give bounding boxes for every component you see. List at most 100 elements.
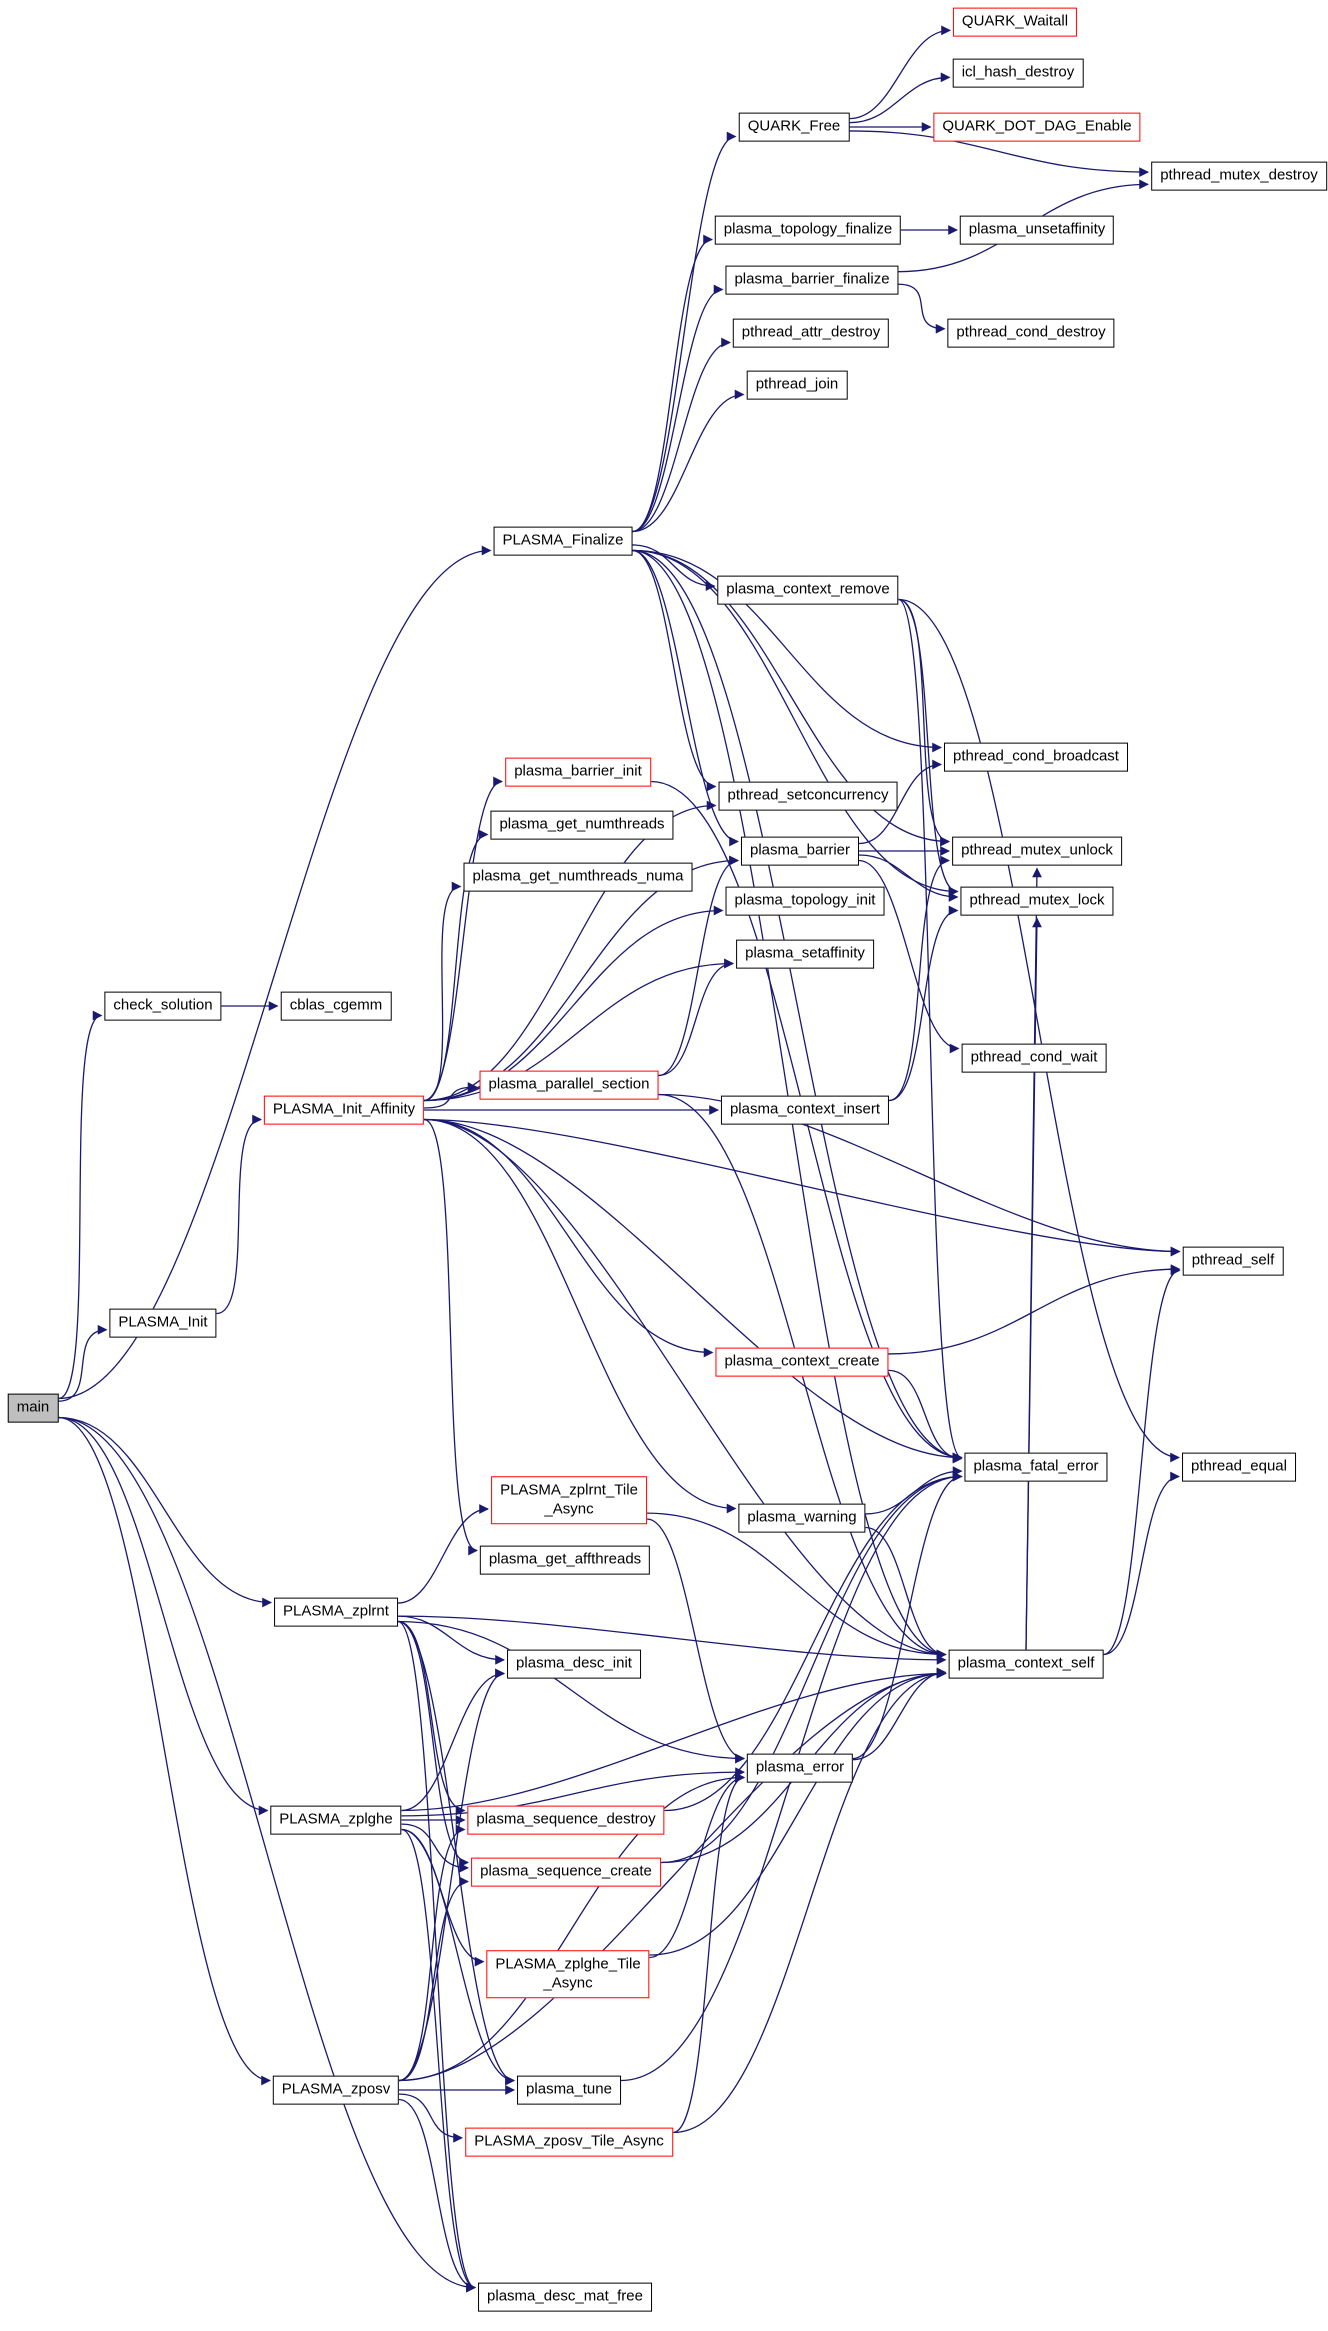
graph-node-pthread_cond_destroy[interactable]: pthread_cond_destroy [947, 318, 1115, 348]
call-edge-plasma_finalize-to-pthread_cond_broadcast [632, 549, 942, 753]
call-edge-plasma_finalize-to-plasma_fatal_error [632, 549, 963, 1463]
call-edge-plasma_context_insert-to-pthread_mutex_unlock [888, 855, 950, 1102]
graph-node-pthread_join[interactable]: pthread_join [746, 370, 848, 400]
call-edge-plasma_zposv-to-plasma_sequence_create [398, 1876, 469, 2082]
graph-node-plasma_zposv[interactable]: PLASMA_zposv [272, 2075, 400, 2105]
call-edge-plasma_finalize-to-plasma_barrier [632, 549, 739, 847]
graph-node-plasma_desc_mat_free[interactable]: plasma_desc_mat_free [478, 2282, 652, 2312]
graph-node-plasma_barrier_finalize[interactable]: plasma_barrier_finalize [725, 265, 899, 295]
graph-node-plasma_get_numthreads_numa[interactable]: plasma_get_numthreads_numa [463, 862, 693, 892]
call-edge-plasma_zposv-to-plasma_desc_mat_free [398, 2098, 476, 2293]
call-edge-plasma_context_self-to-pthread_self [1103, 1265, 1181, 1656]
graph-node-pthread_cond_wait[interactable]: pthread_cond_wait [961, 1043, 1107, 1073]
call-edge-plasma_finalize-to-plasma_barrier_finalize [632, 284, 724, 533]
call-edge-plasma_init_affinity-to-plasma_get_affthreads [423, 1118, 478, 1556]
graph-node-plasma_unsetaffinity[interactable]: plasma_unsetaffinity [959, 215, 1115, 245]
graph-node-quark_waitall[interactable]: QUARK_Waitall [952, 7, 1078, 37]
graph-node-plasma_context_insert[interactable]: plasma_context_insert [720, 1095, 890, 1125]
call-edge-plasma_zposv-to-plasma_context_self [398, 1668, 947, 2082]
graph-node-pthread_attr_destroy[interactable]: pthread_attr_destroy [732, 318, 890, 348]
graph-node-plasma_fatal_error[interactable]: plasma_fatal_error [964, 1452, 1108, 1482]
call-edge-plasma_zplghe-to-plasma_desc_mat_free [401, 1828, 476, 2293]
call-edge-plasma_finalize-to-pthread_join [632, 389, 745, 533]
graph-node-plasma_barrier[interactable]: plasma_barrier [740, 836, 860, 866]
graph-node-plasma_get_affthreads[interactable]: plasma_get_affthreads [479, 1545, 651, 1575]
call-edge-plasma_zplrnt-to-plasma_desc_init [397, 1615, 505, 1665]
call-edge-plasma_context_remove-to-pthread_mutex_lock [898, 598, 959, 897]
graph-node-main[interactable]: main [7, 1393, 59, 1423]
graph-node-plasma_setaffinity[interactable]: plasma_setaffinity [736, 939, 874, 969]
call-edge-quark_free-to-quark_waitall [849, 25, 951, 120]
graph-node-plasma_zposv_tile_async[interactable]: PLASMA_zposv_Tile_Async [465, 2127, 673, 2157]
graph-node-pthread_setconcurrency[interactable]: pthread_setconcurrency [718, 781, 898, 811]
graph-node-plasma_get_numthreads[interactable]: plasma_get_numthreads [490, 810, 674, 840]
graph-node-plasma_sequence_destroy[interactable]: plasma_sequence_destroy [467, 1805, 665, 1835]
call-edge-main-to-plasma_init [58, 1324, 108, 1402]
call-edge-plasma_finalize-to-pthread_attr_destroy [632, 337, 731, 533]
graph-node-plasma_init_affinity[interactable]: PLASMA_Init_Affinity [263, 1095, 425, 1125]
graph-node-plasma_topology_finalize[interactable]: plasma_topology_finalize [714, 215, 902, 245]
call-edge-plasma_finalize-to-plasma_context_remove [632, 544, 716, 591]
call-edge-main-to-plasma_zposv [58, 1416, 271, 2086]
call-edge-plasma_zplrnt-to-plasma_zplrnt_tile_async [397, 1504, 489, 1604]
graph-node-check_solution[interactable]: check_solution [104, 991, 222, 1021]
call-edge-plasma_zposv-to-plasma_error [398, 1772, 745, 2082]
graph-node-icl_hash_destroy[interactable]: icl_hash_destroy [952, 58, 1084, 88]
call-edge-plasma_zplrnt-to-plasma_desc_mat_free [397, 1620, 476, 2293]
call-edge-plasma_zplghe-to-plasma_tune [401, 1828, 515, 2086]
graph-node-plasma_topology_init[interactable]: plasma_topology_init [725, 886, 885, 916]
graph-node-plasma_zplrnt[interactable]: PLASMA_zplrnt [274, 1597, 398, 1627]
call-edge-main-to-plasma_zplrnt [58, 1416, 272, 1608]
graph-node-plasma_context_create[interactable]: plasma_context_create [715, 1347, 889, 1377]
graph-node-pthread_mutex_destroy[interactable]: pthread_mutex_destroy [1151, 161, 1327, 191]
graph-node-plasma_desc_init[interactable]: plasma_desc_init [507, 1649, 641, 1679]
graph-node-pthread_mutex_lock[interactable]: pthread_mutex_lock [960, 886, 1114, 916]
graph-node-plasma_zplghe[interactable]: PLASMA_zplghe [270, 1805, 402, 1835]
graph-node-plasma_init[interactable]: PLASMA_Init [109, 1308, 217, 1338]
call-edge-plasma_init_affinity-to-plasma_topology_init [423, 905, 724, 1102]
graph-node-plasma_tune[interactable]: plasma_tune [517, 2075, 621, 2105]
call-edge-quark_free-to-pthread_mutex_destroy [849, 130, 1149, 177]
graph-node-cblas_cgemm[interactable]: cblas_cgemm [280, 991, 392, 1021]
call-edge-plasma_barrier-to-pthread_cond_broadcast [858, 759, 942, 845]
call-edge-plasma_init_affinity-to-plasma_context_self [423, 1118, 947, 1660]
call-edge-plasma_error-to-plasma_fatal_error [852, 1471, 963, 1760]
graph-node-quark_free[interactable]: QUARK_Free [738, 112, 850, 142]
call-edge-plasma_init_affinity-to-pthread_setconcurrency [423, 800, 717, 1102]
graph-node-quark_dot_dag_enable[interactable]: QUARK_DOT_DAG_Enable [933, 112, 1141, 142]
graph-node-plasma_context_self[interactable]: plasma_context_self [948, 1649, 1104, 1679]
call-edge-plasma_finalize-to-quark_free [632, 131, 737, 533]
graph-node-plasma_sequence_create[interactable]: plasma_sequence_create [471, 1857, 661, 1887]
graph-node-pthread_cond_broadcast[interactable]: pthread_cond_broadcast [944, 742, 1128, 772]
graph-node-plasma_finalize[interactable]: PLASMA_Finalize [493, 526, 633, 556]
graph-node-plasma_barrier_init[interactable]: plasma_barrier_init [505, 757, 651, 787]
graph-node-plasma_error[interactable]: plasma_error [746, 1753, 854, 1783]
graph-node-pthread_self[interactable]: pthread_self [1182, 1246, 1284, 1276]
call-edge-main-to-check_solution [58, 1010, 103, 1400]
call-edge-plasma_init_affinity-to-plasma_fatal_error [423, 1118, 963, 1463]
call-edge-plasma_context_remove-to-pthread_equal [898, 598, 1180, 1463]
graph-node-plasma_parallel_section[interactable]: plasma_parallel_section [479, 1070, 659, 1100]
call-edge-plasma_zplghe-to-plasma_error [401, 1767, 745, 1817]
call-edge-plasma_init_affinity-to-plasma_get_numthreads_numa [423, 881, 462, 1102]
graph-node-plasma_warning[interactable]: plasma_warning [738, 1503, 866, 1533]
call-edge-plasma_context_self-to-pthread_mutex_unlock [1025, 867, 1042, 1650]
call-edge-plasma_zplghe-to-plasma_sequence_create [401, 1823, 469, 1873]
call-edge-plasma_init_affinity-to-plasma_context_create [423, 1118, 714, 1358]
call-edge-plasma_zposv-to-plasma_sequence_destroy [398, 1824, 466, 2082]
call-edge-plasma_context_remove-to-pthread_mutex_unlock [898, 598, 950, 847]
graph-node-plasma_zplghe_tile_async[interactable]: PLASMA_zplghe_Tile _Async [486, 1950, 650, 1998]
call-edge-plasma_zplrnt-to-plasma_tune [397, 1620, 515, 2086]
graph-node-pthread_equal[interactable]: pthread_equal [1182, 1452, 1296, 1482]
graph-node-pthread_mutex_unlock[interactable]: pthread_mutex_unlock [952, 836, 1122, 866]
call-edge-plasma_zposv_tile_async-to-plasma_error [672, 1772, 745, 2134]
call-edge-plasma_init-to-plasma_init_affinity [216, 1114, 262, 1315]
call-edge-plasma_zplrnt-to-plasma_error [397, 1620, 745, 1764]
graph-node-plasma_context_remove[interactable]: plasma_context_remove [717, 575, 899, 605]
call-edge-plasma_barrier-to-pthread_cond_wait [858, 859, 960, 1054]
call-edge-plasma_zplghe-to-plasma_context_self [401, 1668, 947, 1812]
graph-node-plasma_zplrnt_tile_async[interactable]: PLASMA_zplrnt_Tile _Async [491, 1476, 647, 1524]
call-edge-plasma_zposv-to-plasma_desc_init [398, 1668, 505, 2082]
call-edge-plasma_context_create-to-pthread_self [888, 1264, 1181, 1355]
call-edge-plasma_finalize-to-pthread_mutex_lock [632, 549, 959, 897]
